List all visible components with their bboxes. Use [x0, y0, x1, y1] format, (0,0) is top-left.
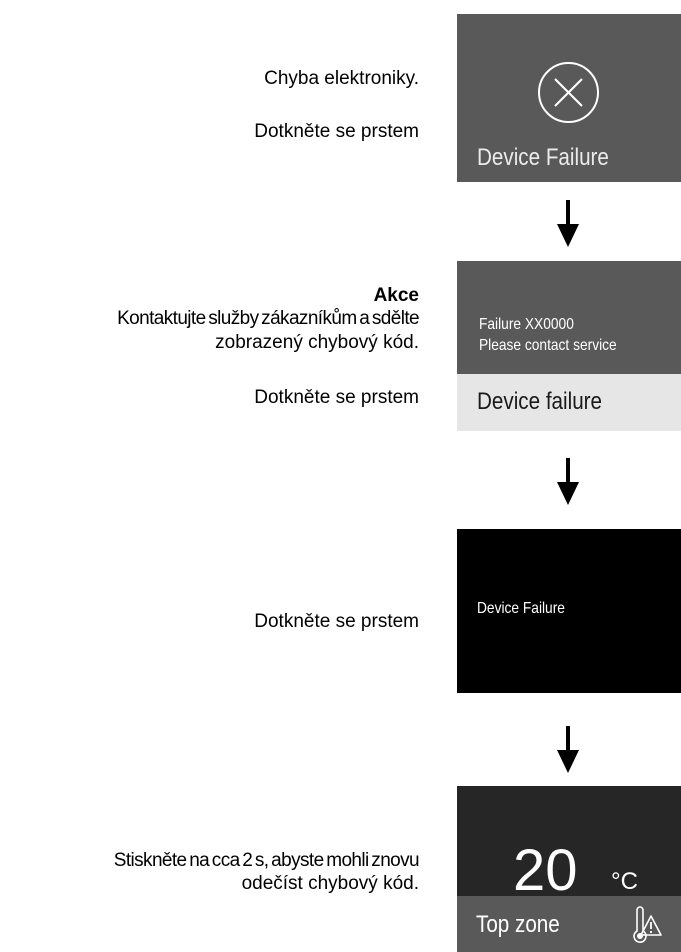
thermometer-warning-icon[interactable]	[632, 904, 662, 944]
step3-text-touch: Dotkněte se prstem	[254, 611, 419, 632]
device-failure-black-label: Device Failure	[477, 600, 565, 617]
temperature-unit: °C	[611, 868, 638, 895]
step4-text-line1: Stiskněte na cca 2 s, abyste mohli znovu	[113, 850, 420, 871]
device-failure-label: Device Failure	[477, 144, 609, 171]
temperature-value: 20	[513, 838, 578, 903]
device-failure-bar: Device failure	[457, 374, 681, 431]
down-arrow-icon	[557, 200, 579, 247]
circle-x-icon	[538, 62, 599, 123]
failure-code-text: Failure XX0000	[479, 316, 574, 333]
device-failure-bar-label: Device failure	[477, 388, 603, 415]
step2-text-line1: Kontaktujte služby zákazníkům a sdělte	[117, 308, 419, 329]
down-arrow-icon	[557, 726, 579, 773]
temperature-screen[interactable]: 20 °C Top zone	[457, 786, 681, 952]
step4-text-line2: odečíst chybový kód.	[241, 873, 419, 894]
contact-service-text: Please contact service	[479, 337, 617, 354]
failure-code-screen[interactable]: Failure XX0000 Please contact service De…	[457, 261, 681, 431]
zone-label: Top zone	[476, 911, 560, 938]
step2-text-touch: Dotkněte se prstem	[254, 387, 419, 408]
step1-text-error: Chyba elektroniky.	[264, 68, 419, 89]
device-failure-screen[interactable]: Device Failure	[457, 14, 681, 182]
down-arrow-icon	[557, 458, 579, 505]
zone-bar[interactable]: Top zone	[457, 896, 681, 952]
step2-heading: Akce	[373, 285, 419, 306]
step1-text-touch: Dotkněte se prstem	[254, 121, 419, 142]
step2-text-line2: zobrazený chybový kód.	[215, 332, 419, 353]
device-failure-black-screen[interactable]: Device Failure	[457, 529, 681, 693]
